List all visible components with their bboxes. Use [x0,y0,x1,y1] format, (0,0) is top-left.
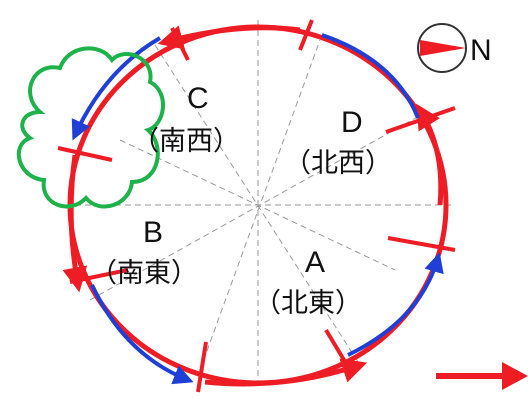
sector-c-name: （南西） [132,126,240,156]
sector-a-letter: A [305,246,325,279]
sector-c: C （南西） [132,82,240,156]
tick-top-right [298,19,314,51]
guide-line-diagonal-3 [119,139,396,271]
compass-needle-icon [420,40,466,56]
sector-d-name: （北西） [284,148,392,178]
blue-path-lower-right [347,252,444,357]
sector-c-letter: C [187,82,209,115]
sector-d-letter: D [341,106,363,139]
guide-lines [55,20,455,390]
sector-b-letter: B [143,216,163,249]
tick-top-left [170,27,190,61]
sector-a-name: （北東） [254,288,362,318]
blue-path-lower-left [90,284,194,385]
compass: N [417,23,492,73]
tick-right-upper [385,106,456,134]
tick-bottom-right [324,328,352,372]
cloud-shape [16,46,165,209]
tick-marks [57,19,456,393]
sector-d: D （北西） [284,106,392,178]
compass-north-label: N [470,34,492,67]
tick-bottom-left [196,341,208,393]
ring-arrow-top [157,25,301,50]
ring-arrow-bottom [204,358,368,387]
sector-b-name: （南東） [90,258,198,288]
blue-paths [71,33,444,385]
sector-a: A （北東） [254,246,362,318]
tick-left-lower [69,268,129,284]
guide-line-diagonal-4 [199,39,321,371]
ring-arrow-left [62,154,88,293]
blue-path-upper-right [321,33,420,119]
sector-b: B （南東） [90,216,198,288]
blue-path-upper-left [71,36,162,141]
tick-right-lower [387,236,456,252]
movement-arrow-icon [436,362,528,390]
tick-left-upper [57,146,113,162]
